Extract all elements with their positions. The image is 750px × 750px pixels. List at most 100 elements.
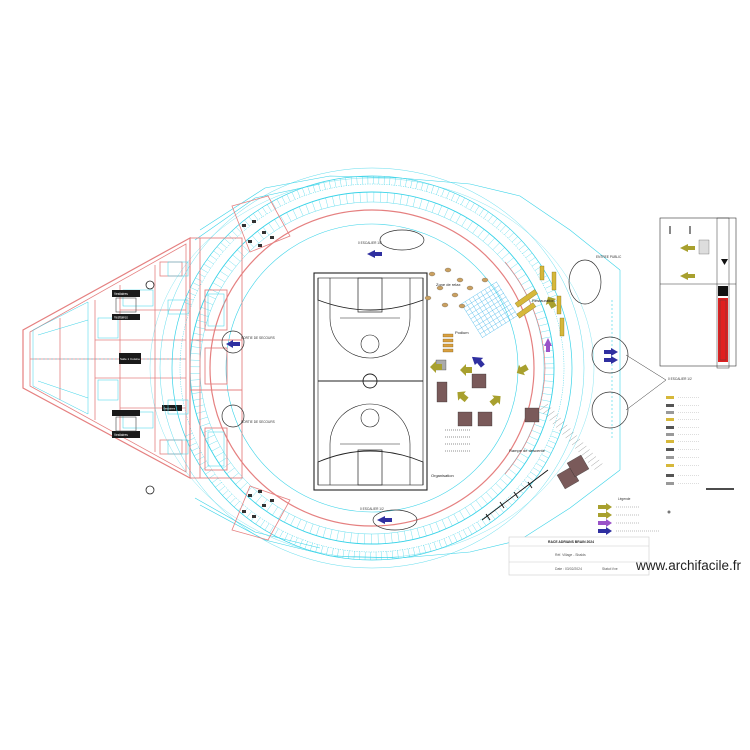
seat-tick <box>213 250 220 256</box>
seat-tick <box>191 385 202 388</box>
seat-tick <box>496 221 502 228</box>
ramp-tick <box>568 435 577 442</box>
podium-grid-line <box>477 307 514 331</box>
seat-tick <box>448 536 453 545</box>
seat-tick <box>194 404 205 408</box>
podium-grid-line <box>472 296 495 331</box>
seat-tick <box>533 424 544 428</box>
seat-tick <box>311 201 316 212</box>
direction-arrows <box>226 250 618 524</box>
seat-tick <box>198 313 209 317</box>
seat-tick <box>543 380 554 382</box>
seat-tick <box>329 529 333 540</box>
legend-swatch <box>666 474 674 477</box>
seat-tick <box>251 235 259 244</box>
seat-tick <box>479 208 484 216</box>
podium-grid-line <box>480 291 503 326</box>
legend-swatch <box>666 482 674 485</box>
ramp-tick <box>562 428 571 435</box>
legend-bottom: Légende <box>598 497 660 535</box>
seat-tick <box>190 353 201 355</box>
seat-tick <box>492 218 498 225</box>
seat-tick <box>542 280 550 285</box>
zone-label-relax: Zone de relax <box>436 282 460 287</box>
service-block <box>189 237 243 479</box>
seat-tick <box>475 500 483 509</box>
seat-tick <box>323 181 326 190</box>
seat-tick <box>226 493 233 500</box>
seat-tick <box>190 287 198 291</box>
seat-tick <box>202 428 213 433</box>
legend-swatch <box>666 464 674 467</box>
seat-tick <box>505 257 514 265</box>
seat-tick <box>305 204 310 214</box>
seat-tick <box>529 297 540 303</box>
ramp-tick <box>559 424 568 432</box>
zone-label-rampe: Rampe de descente <box>509 448 546 453</box>
seat-tick <box>292 209 298 219</box>
seat-tick <box>435 522 440 532</box>
seat-tick <box>359 192 361 203</box>
seat-tick <box>470 503 477 513</box>
seat-tick <box>331 548 334 557</box>
seat-tick <box>309 523 314 534</box>
seat-tick <box>437 205 443 215</box>
seat-tick <box>211 478 219 484</box>
seat-tick <box>538 323 549 327</box>
seat-tick <box>508 468 517 476</box>
seat-tick <box>257 231 264 240</box>
seat-tick <box>431 185 434 194</box>
seat-tick <box>431 202 436 213</box>
seat-tick <box>415 181 418 189</box>
seat-tick <box>269 525 274 534</box>
arrow-blue-bottom <box>377 516 392 524</box>
seat-tick <box>498 506 504 513</box>
arena-wings <box>194 175 621 559</box>
seat-tick <box>522 248 529 254</box>
title-block-line1: Réf. Village - Sbalds <box>555 553 586 557</box>
arrow-blue-left <box>226 340 240 348</box>
ramp-tick <box>546 410 555 418</box>
seat-tick <box>461 217 467 227</box>
seat-tick <box>407 548 410 557</box>
podium-grid-line <box>472 300 509 323</box>
left-building-details <box>32 289 186 429</box>
room-label-vestiaires-1: Vestiaires <box>114 292 128 296</box>
seat-tick <box>342 550 345 558</box>
seat-tick <box>215 482 222 488</box>
podium-grid-line <box>482 315 519 338</box>
seat-tick <box>228 259 237 267</box>
podium-grid-line <box>468 292 505 316</box>
seat-tick <box>268 223 275 232</box>
seat-tick <box>406 195 409 206</box>
seat-tick <box>470 202 475 211</box>
title-block-status: Statut:Vve <box>602 567 618 571</box>
seat-tick <box>339 178 342 187</box>
seat-tick <box>336 530 339 541</box>
room-label-vestiaires-4: Vestiaires <box>114 433 128 437</box>
seat-tick <box>518 244 526 250</box>
podium-grid-line <box>476 294 499 329</box>
seat-tick <box>281 196 286 204</box>
ramp-tick <box>578 445 587 453</box>
ramp-tick <box>587 456 597 463</box>
seat-tick <box>218 457 228 463</box>
arrow-purple <box>544 338 552 352</box>
seat-tick <box>240 482 248 490</box>
podium-grid-line <box>475 303 512 327</box>
seat-tick <box>184 433 193 437</box>
seat-tick <box>210 255 217 260</box>
seat-tick <box>438 540 442 549</box>
side-panel <box>659 217 737 369</box>
seat-tick <box>513 268 523 275</box>
arrow-olive-4 <box>430 361 442 373</box>
seat-tick <box>328 180 331 189</box>
seat-tick <box>425 200 430 211</box>
seat-tick <box>195 277 203 282</box>
zone-label-restauration: Restauration <box>532 298 555 303</box>
seat-tick <box>198 273 206 278</box>
title-block-date: Date : 03/02/2024 <box>555 567 582 571</box>
seat-tick <box>302 187 306 196</box>
seat-tick <box>426 183 429 192</box>
seat-tick <box>472 225 479 234</box>
